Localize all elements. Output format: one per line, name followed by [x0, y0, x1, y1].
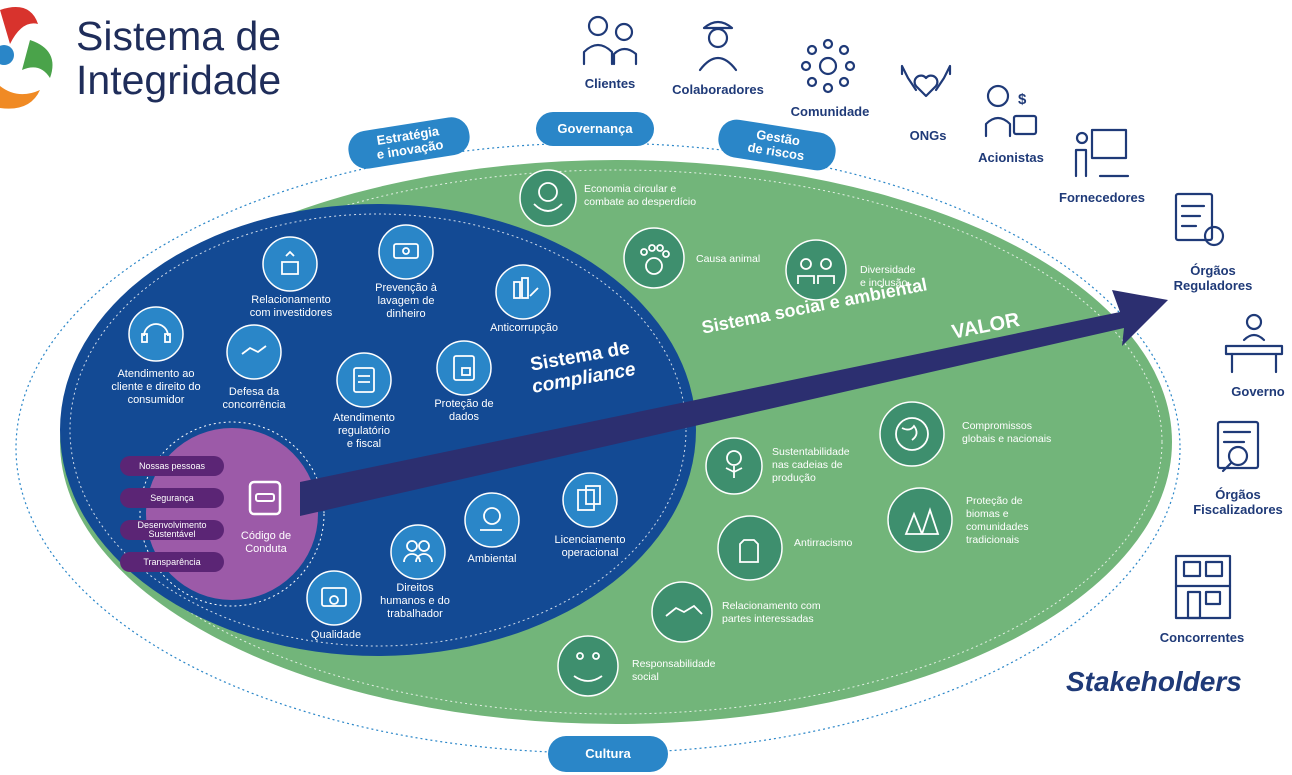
tag-desenvolvimento: Desenvolvimento Sustentável [120, 520, 224, 540]
stakeholder-governo: Governo [1231, 384, 1285, 399]
tag-transparencia: Transparência [120, 552, 224, 572]
stakeholder-fornecedores: Fornecedores [1059, 190, 1145, 205]
page-title: Sistema de Integridade [76, 14, 281, 102]
stakeholder-fiscalizadores: Órgãos Fiscalizadores [1193, 487, 1283, 517]
title-line-2: Integridade [76, 57, 282, 103]
stakeholder-reguladores: Órgãos Reguladores [1173, 263, 1253, 293]
pill-cultura: Cultura [548, 736, 668, 772]
title-line-1: Sistema de [76, 13, 282, 59]
tag-nossas-pessoas: Nossas pessoas [120, 456, 224, 476]
stakeholder-colaboradores: Colaboradores [672, 82, 764, 97]
label-qualidade: Qualidade [310, 629, 362, 641]
label-ambiental: Ambiental [467, 553, 517, 565]
logo [0, 7, 53, 109]
stakeholder-clientes: Clientes [584, 76, 636, 91]
stakeholder-concorrentes: Concorrentes [1159, 630, 1245, 645]
codigo-circle [146, 428, 318, 600]
book-icon [248, 480, 282, 516]
label-anticorrupcao: Anticorrupção [490, 322, 558, 334]
stakeholder-comunidade: Comunidade [790, 104, 870, 119]
label-investidores: Relacionamento com investidores [249, 294, 333, 319]
label-concorrencia: Defesa da concorrência [222, 386, 286, 411]
label-antirracismo: Antirracismo [794, 537, 853, 549]
stakeholders-title: Stakeholders [1066, 666, 1242, 697]
pill-governanca: Governança [536, 112, 654, 146]
label-animal: Causa animal [696, 253, 761, 265]
label-atendimento-cliente: Atendimento ao cliente e direito do cons… [111, 368, 201, 406]
label-partes: Relacionamento com partes interessadas [722, 600, 821, 625]
valor-arrow [300, 290, 1168, 516]
label-direitos: Direitos humanos e do trabalhador [380, 582, 450, 620]
label-economia: Economia circular e combate ao desperdíc… [584, 183, 697, 208]
stakeholder-acionistas: Acionistas [978, 150, 1044, 165]
label-biomas: Proteção de biomas e comunidades tradici… [966, 495, 1029, 546]
label-sustentabilidade: Sustentabilidade nas cadeias de produção [772, 446, 850, 484]
label-responsabilidade: Responsabilidade social [632, 658, 716, 683]
label-dados: Proteção de dados [434, 398, 494, 423]
label-regulatorio: Atendimento regulatório e fiscal [333, 412, 395, 450]
label-licenciamento: Licenciamento operacional [554, 534, 626, 559]
label-compromissos: Compromissos globais e nacionais [962, 420, 1052, 445]
codigo-label: Código de Conduta [240, 530, 292, 555]
label-diversidade: Diversidade e inclusão [860, 264, 916, 289]
stakeholder-ongs: ONGs [909, 128, 947, 143]
tag-seguranca: Segurança [120, 488, 224, 508]
compliance-ellipse-dotted [69, 213, 687, 647]
label-lavagem: Prevenção à lavagem de dinheiro [375, 282, 437, 320]
